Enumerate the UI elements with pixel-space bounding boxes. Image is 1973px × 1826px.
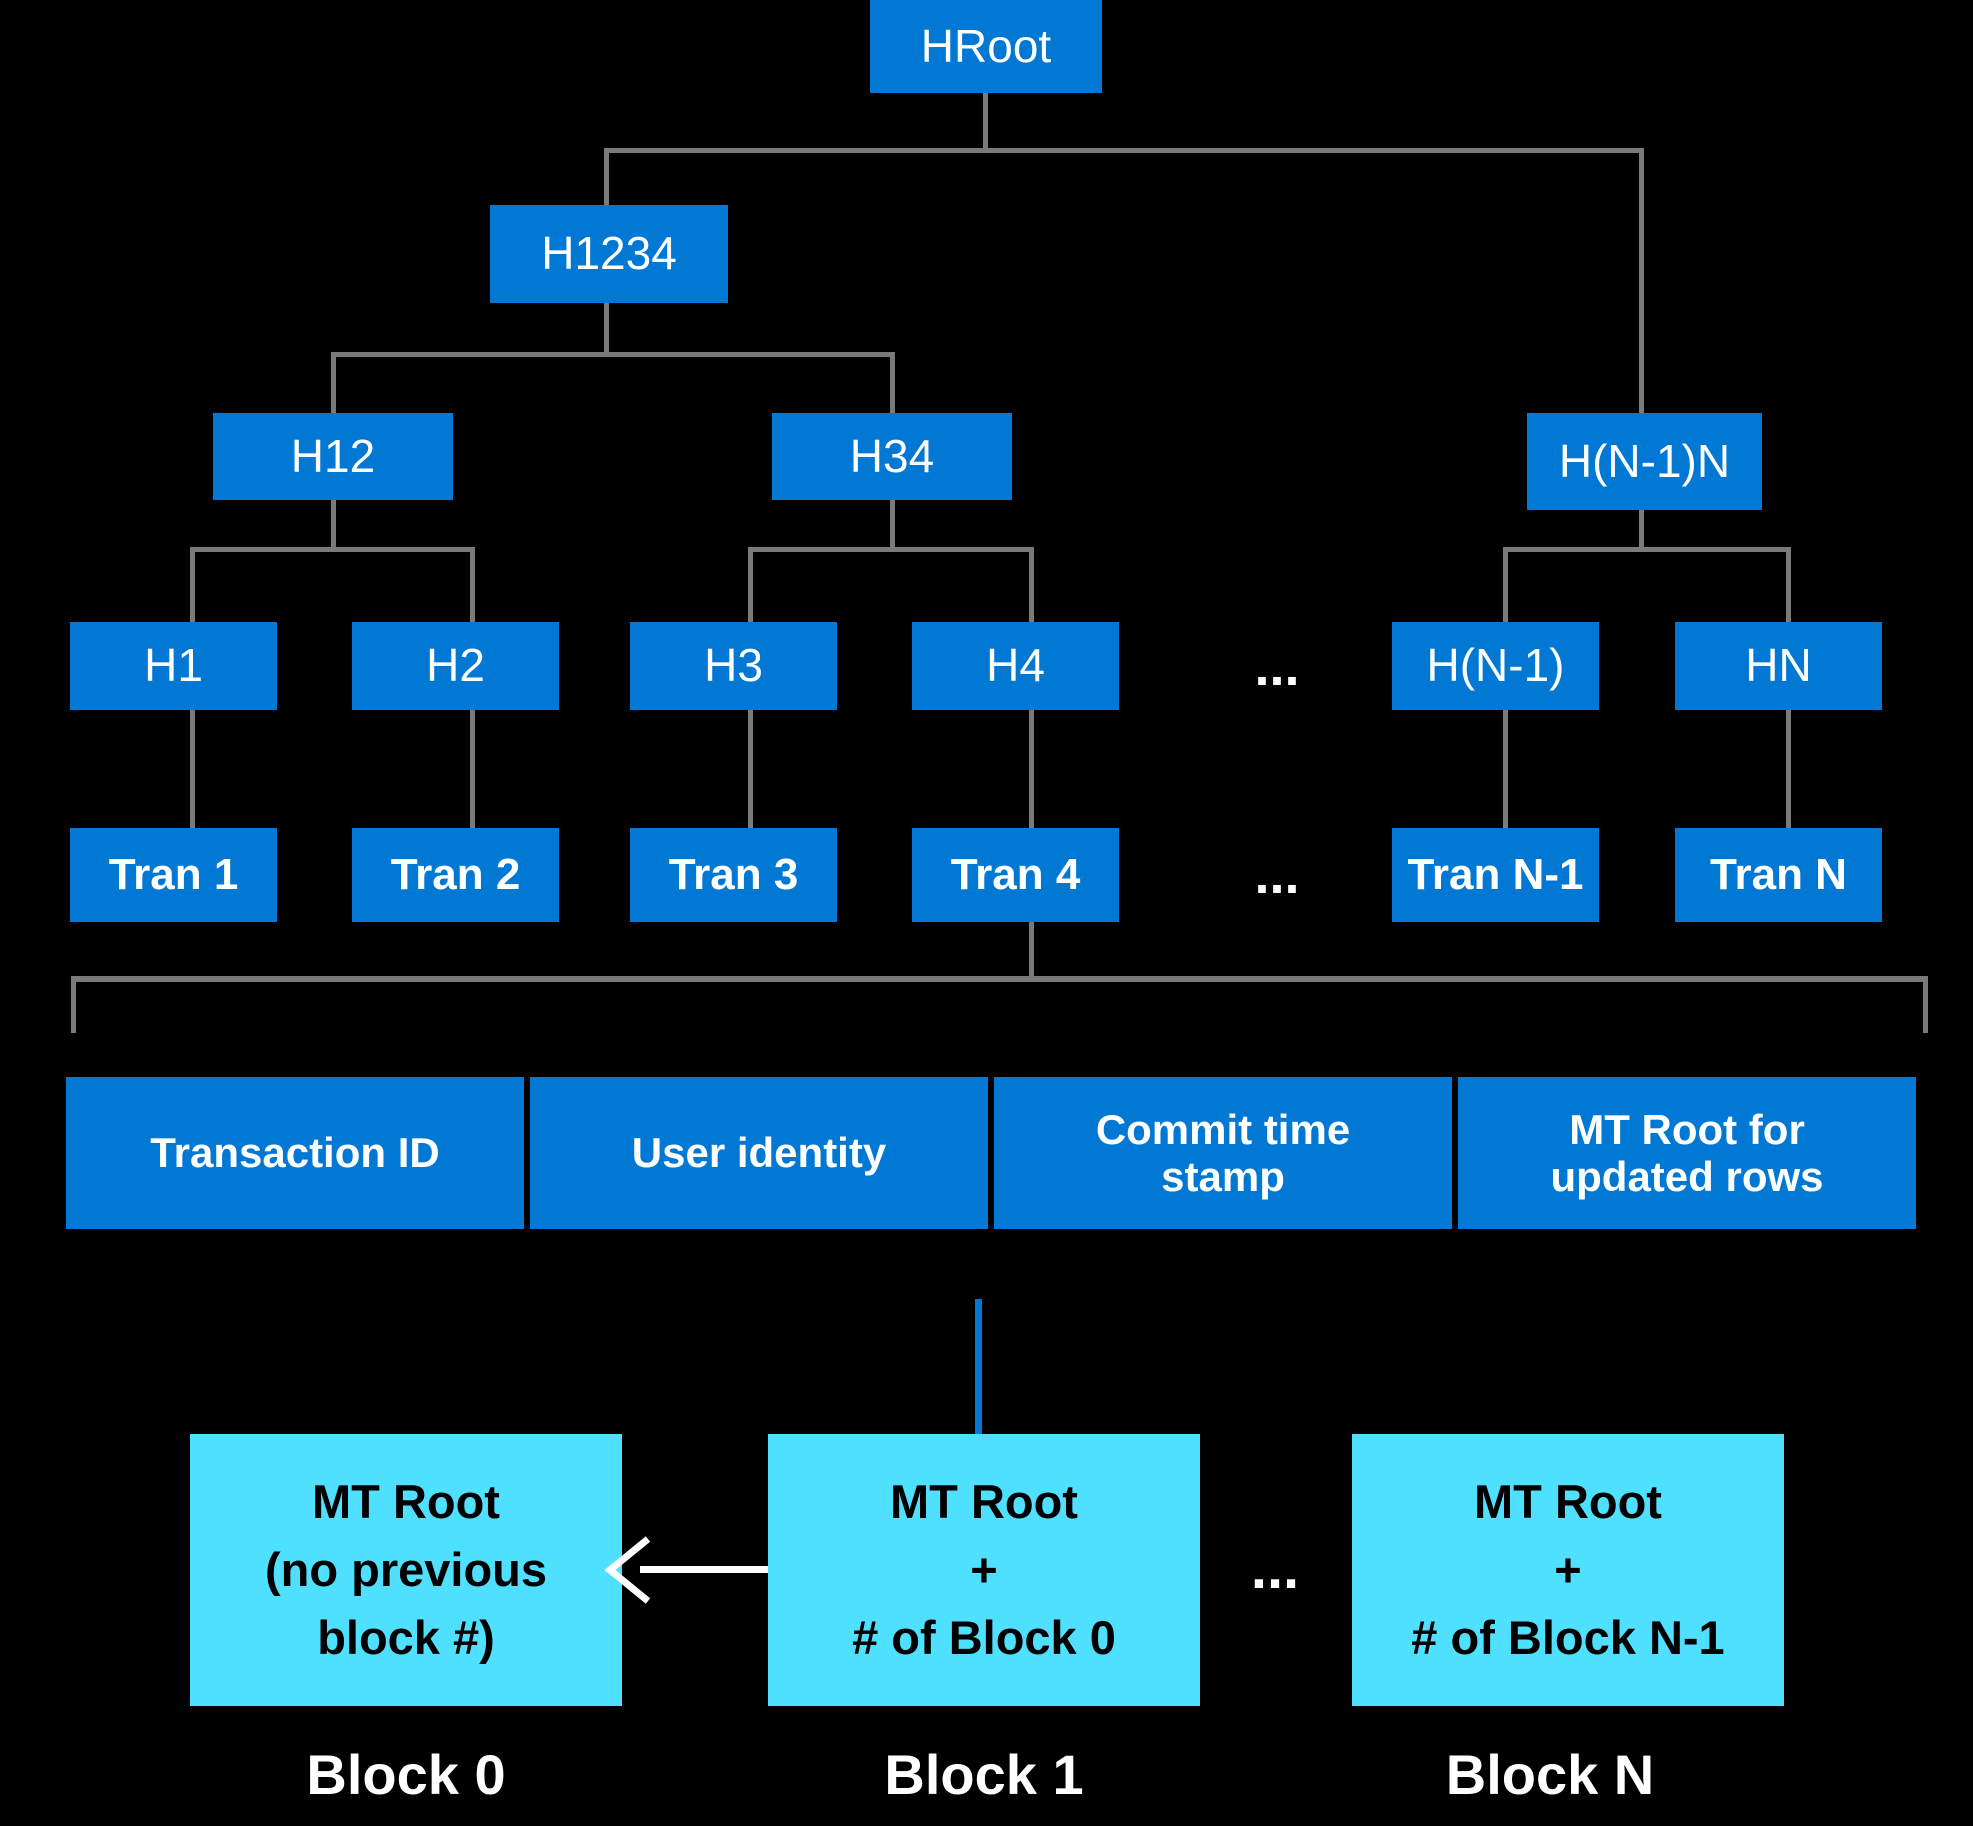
- block-1-line-1: MT Root: [890, 1474, 1078, 1528]
- blockchain-ellipsis: ...: [1250, 1536, 1300, 1601]
- block-card-block-n[interactable]: MT Root + # of Block N-1: [1352, 1434, 1784, 1706]
- wire-tran4-to-bracket: [1029, 922, 1034, 979]
- transaction-row-ellipsis: ...: [1254, 845, 1300, 905]
- wire-h4-to-tran4: [1029, 710, 1034, 830]
- block-0-line-2: (no previous: [264, 1542, 548, 1596]
- wire-h1234-stem: [604, 303, 609, 355]
- merkle-node-hn[interactable]: HN: [1675, 622, 1882, 710]
- wire-h34-bus: [748, 547, 1033, 552]
- transaction-node-tran-4[interactable]: Tran 4: [912, 828, 1119, 922]
- wire-hn1n-to-hn: [1786, 547, 1791, 622]
- wire-h12-to-h1: [190, 547, 195, 622]
- wire-hroot-bus: [604, 148, 1644, 153]
- merkle-node-h2[interactable]: H2: [352, 622, 559, 710]
- transaction-node-tran-n-minus-1[interactable]: Tran N-1: [1392, 828, 1599, 922]
- wire-h1234-to-h12: [331, 352, 336, 414]
- hash-row-ellipsis: ...: [1254, 637, 1300, 697]
- wire-h34-to-h3: [748, 547, 753, 622]
- chain-arrow-head-icon: [604, 1535, 650, 1605]
- wire-h34-to-h4: [1029, 547, 1034, 622]
- merkle-node-h3[interactable]: H3: [630, 622, 837, 710]
- wire-hn1n-to-hnminus1: [1503, 547, 1508, 622]
- block-caption-block-n: Block N: [1445, 1743, 1655, 1806]
- bracket-right-arm: [1923, 976, 1928, 1033]
- merkle-node-h34[interactable]: H34: [772, 413, 1012, 500]
- detail-field-commit-line-2: stamp: [1161, 1153, 1285, 1200]
- merkle-node-h1234[interactable]: H1234: [490, 205, 728, 303]
- merkle-node-h4[interactable]: H4: [912, 622, 1119, 710]
- wire-h2-to-tran2: [470, 710, 475, 830]
- wire-mtroot-to-block1: [975, 1299, 982, 1435]
- merkle-node-hn1n[interactable]: H(N-1)N: [1527, 413, 1762, 510]
- wire-hnminus1-to-trannminus1: [1503, 710, 1508, 830]
- wire-h1234-to-h34: [890, 352, 895, 414]
- detail-field-mtroot-line-1: MT Root for: [1569, 1105, 1805, 1153]
- wire-hroot-to-hn1n: [1639, 148, 1644, 413]
- wire-h12-bus: [190, 547, 475, 552]
- block-caption-block-1: Block 1: [884, 1743, 1084, 1806]
- merkle-node-hroot[interactable]: HRoot: [870, 0, 1102, 93]
- wire-hn1n-bus: [1503, 547, 1791, 552]
- block-1-line-3: # of Block 0: [852, 1611, 1116, 1665]
- bracket-top: [71, 976, 1928, 982]
- bracket-left-arm: [71, 976, 76, 1033]
- merkle-node-hnminus1[interactable]: H(N-1): [1392, 622, 1599, 710]
- wire-h34-stem: [890, 500, 895, 550]
- transaction-node-tran-2[interactable]: Tran 2: [352, 828, 559, 922]
- transaction-node-tran-n[interactable]: Tran N: [1675, 828, 1882, 922]
- block-1-line-2: +: [970, 1542, 998, 1596]
- detail-field-mtroot-line-2: updated rows: [1550, 1153, 1824, 1200]
- wire-h12-to-h2: [470, 547, 475, 622]
- transaction-node-tran-1[interactable]: Tran 1: [70, 828, 277, 922]
- block-n-line-3: # of Block N-1: [1411, 1611, 1725, 1665]
- merkle-node-h12[interactable]: H12: [213, 413, 453, 500]
- wire-h1234-bus: [331, 352, 895, 357]
- block-caption-block-0: Block 0: [306, 1743, 506, 1806]
- detail-field-commit-time-stamp[interactable]: Commit time stamp: [994, 1077, 1452, 1229]
- block-n-line-2: +: [1554, 1542, 1582, 1596]
- block-0-line-3: block #): [317, 1611, 495, 1665]
- wire-h12-stem: [331, 500, 336, 550]
- wire-hroot-to-h1234: [604, 148, 609, 208]
- transaction-node-tran-3[interactable]: Tran 3: [630, 828, 837, 922]
- wire-h1-to-tran1: [190, 710, 195, 830]
- detail-field-user-identity[interactable]: User identity: [530, 1077, 988, 1229]
- detail-field-mt-root-updated-rows[interactable]: MT Root for updated rows: [1458, 1077, 1916, 1229]
- wire-hn1n-stem: [1639, 510, 1644, 550]
- block-card-block-0[interactable]: MT Root (no previous block #): [190, 1434, 622, 1706]
- block-card-block-1[interactable]: MT Root + # of Block 0: [768, 1434, 1200, 1706]
- detail-field-commit-line-1: Commit time: [1095, 1105, 1351, 1153]
- detail-field-transaction-id[interactable]: Transaction ID: [66, 1077, 524, 1229]
- wire-h3-to-tran3: [748, 710, 753, 830]
- block-0-line-1: MT Root: [312, 1474, 500, 1528]
- wire-hn-to-trann: [1786, 710, 1791, 830]
- chain-arrow-shaft: [640, 1566, 768, 1573]
- wire-hroot-stem: [983, 93, 988, 150]
- merkle-node-h1[interactable]: H1: [70, 622, 277, 710]
- block-n-line-1: MT Root: [1474, 1474, 1662, 1528]
